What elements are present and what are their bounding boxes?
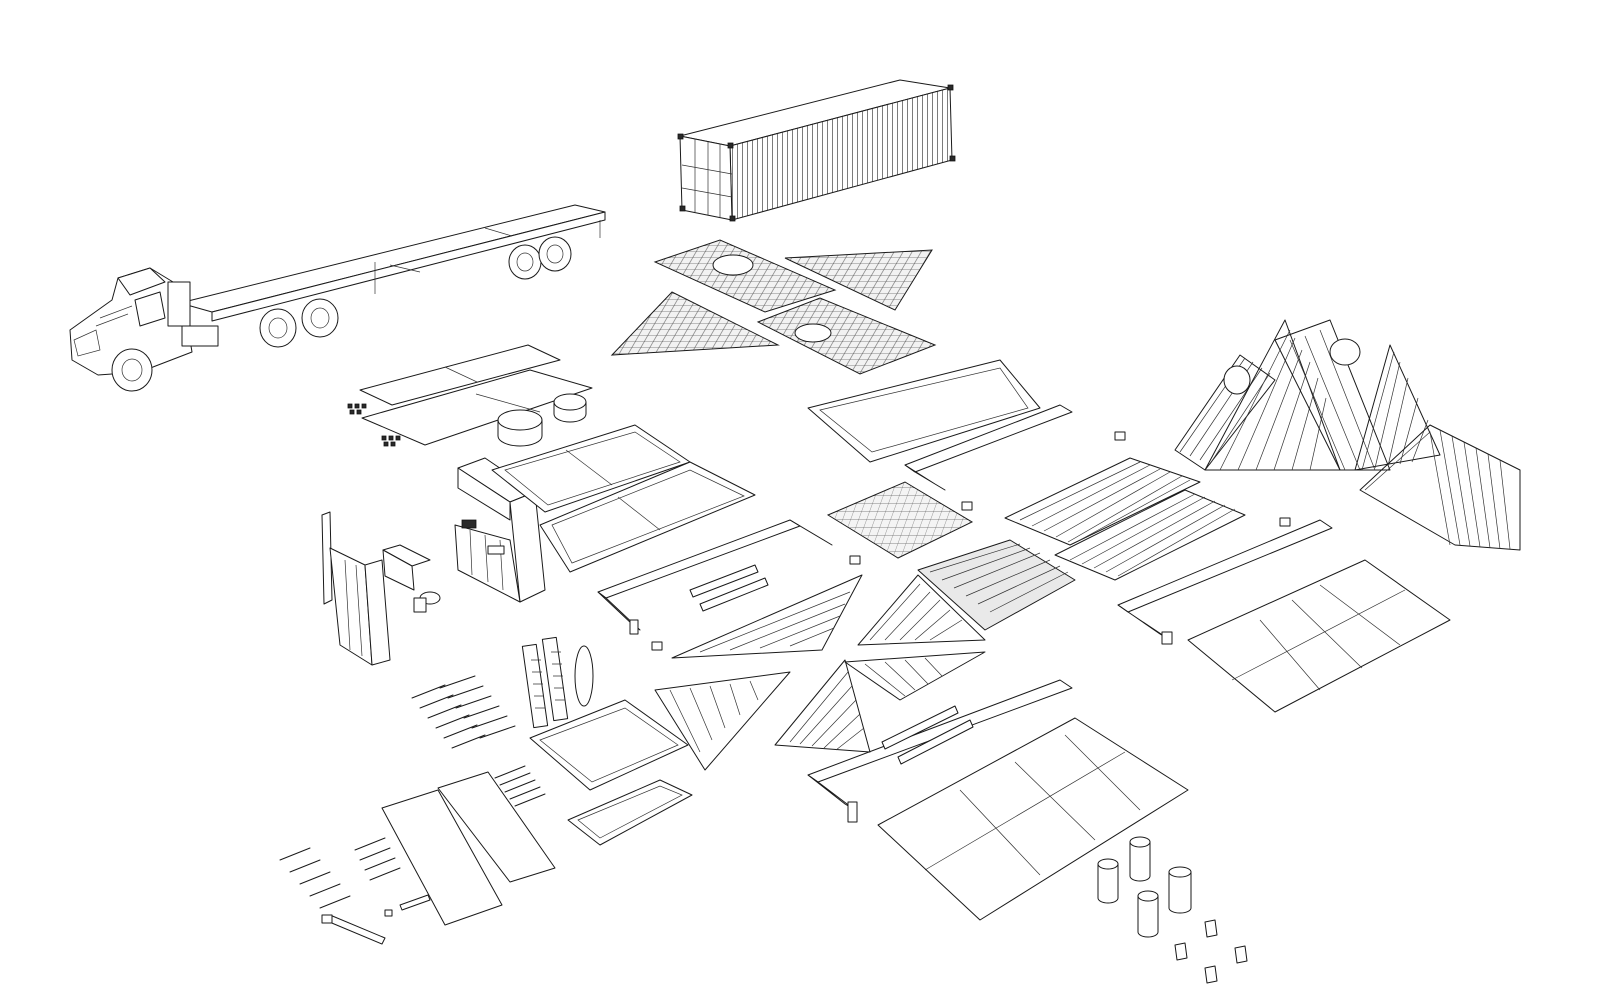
floor-frame-mid — [808, 360, 1040, 462]
truss-wall-right — [1355, 345, 1440, 470]
triangular-floor-frames — [655, 575, 985, 770]
floor-planks — [382, 766, 555, 925]
truck-wheels — [112, 299, 338, 391]
water-tanks — [1098, 837, 1191, 937]
floor-panel-right — [1188, 560, 1450, 712]
stair-treads — [412, 676, 515, 748]
bathroom-module — [322, 512, 440, 665]
tank — [1169, 867, 1191, 913]
spacer-blocks — [652, 432, 1290, 650]
hardware-clips — [348, 404, 400, 446]
upper-floor-panels — [348, 345, 592, 446]
sill-beams — [598, 405, 1332, 822]
a-frame-trusses — [1175, 320, 1520, 550]
tank — [1138, 891, 1158, 937]
kitchen-module — [455, 458, 545, 602]
floor-panel-bottom — [878, 718, 1188, 920]
truss-gable-main — [1205, 320, 1340, 470]
flatbed-truck — [70, 205, 605, 391]
truss-rear-row — [1360, 425, 1520, 550]
roof-panel-right-bottom — [758, 298, 935, 374]
roof-gable-left-bottom — [612, 292, 778, 355]
deck-frame — [530, 700, 692, 845]
floor-panels — [878, 560, 1450, 920]
shipping-container — [678, 80, 955, 221]
beam-pairs — [690, 565, 973, 764]
truck-cab — [70, 268, 218, 375]
stair-stringers — [280, 838, 430, 944]
trailer-wheels — [509, 237, 571, 279]
floor-joist-frames — [918, 458, 1245, 630]
tiled-floor-panel — [828, 482, 972, 558]
tank — [1098, 859, 1118, 903]
concrete-footings — [1175, 920, 1247, 983]
shingled-roof-panels — [612, 240, 935, 374]
roof-gable-right-top — [785, 250, 932, 310]
window-frames-left — [522, 637, 593, 727]
roof-panel-left-top — [655, 240, 835, 312]
wall-window-frames — [492, 425, 755, 572]
truss-wall-left — [1175, 355, 1275, 470]
tank — [1130, 837, 1150, 881]
